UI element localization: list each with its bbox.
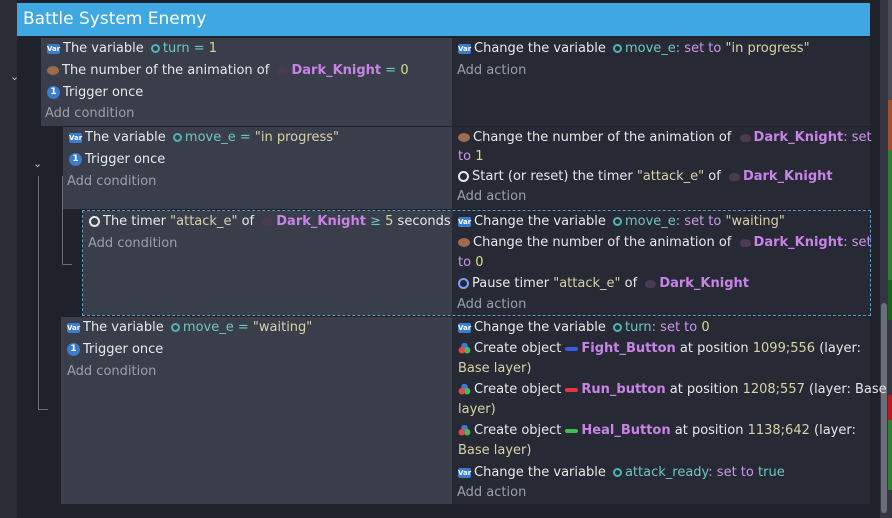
variable-chain-icon <box>172 133 182 142</box>
run-button-swatch <box>565 387 579 392</box>
dark-knight-icon <box>739 238 751 247</box>
condition-row[interactable]: The number of the animation of Dark_Knig… <box>41 60 452 82</box>
variable-icon: Var <box>458 216 472 227</box>
tree-line <box>38 409 48 410</box>
action-row-continuation[interactable]: to 1 <box>458 149 484 164</box>
dark-knight-icon <box>645 279 657 288</box>
create-object-icon <box>458 383 471 396</box>
dark-knight-icon <box>739 133 751 142</box>
add-action-link[interactable]: Add action <box>457 297 527 312</box>
dark-knight-icon <box>728 172 740 181</box>
pause-timer-icon <box>458 278 469 289</box>
event-group-header[interactable]: Battle System Enemy <box>17 3 870 36</box>
scrollbar-thumb[interactable] <box>881 303 887 513</box>
action-row[interactable]: Pause timer "attack_e" of Dark_Knight <box>452 273 870 295</box>
event-group-title: Battle System Enemy <box>23 9 207 29</box>
heal-button-swatch <box>565 428 579 433</box>
variable-chain-icon <box>612 323 622 332</box>
action-row-continuation[interactable]: Base layer) <box>458 443 532 458</box>
variable-chain-icon <box>170 323 180 332</box>
collapse-event-1-icon[interactable]: ⌄ <box>10 70 20 83</box>
create-object-icon <box>458 424 471 437</box>
trigger-once-icon: 1 <box>67 343 80 356</box>
dark-knight-icon <box>262 217 274 226</box>
animation-icon <box>458 238 470 247</box>
animation-icon <box>458 133 470 142</box>
variable-chain-icon <box>612 217 622 226</box>
variable-icon: Var <box>458 43 472 54</box>
edge-strip <box>888 395 892 420</box>
dark-knight-icon <box>277 66 289 75</box>
event-3-conditions[interactable]: The timer "attack_e" of Dark_Knight ≥ 5 … <box>83 211 452 315</box>
timer-icon <box>89 216 100 227</box>
add-action-link[interactable]: Add action <box>457 63 527 78</box>
edge-strip <box>888 0 892 100</box>
tree-line <box>62 264 72 265</box>
edge-strip <box>888 280 892 320</box>
action-row[interactable]: Start (or reset) the timer "attack_e" of… <box>452 167 870 187</box>
add-condition-link[interactable]: Add condition <box>88 236 178 251</box>
tree-line <box>62 176 63 264</box>
add-condition-link[interactable]: Add condition <box>67 364 157 379</box>
left-gutter <box>0 0 17 518</box>
condition-row[interactable]: The timer "attack_e" of Dark_Knight ≥ 5 … <box>83 211 452 233</box>
add-condition-link[interactable]: Add condition <box>67 174 157 189</box>
variable-chain-icon <box>612 44 622 53</box>
timer-icon <box>458 171 469 182</box>
variable-chain-icon <box>150 44 160 53</box>
event-2-actions[interactable]: Change the number of the animation of Da… <box>452 127 872 209</box>
variable-icon: Var <box>458 467 472 478</box>
fight-button-swatch <box>565 346 579 351</box>
add-action-link[interactable]: Add action <box>457 189 527 204</box>
variable-icon: Var <box>67 322 81 333</box>
action-row-continuation[interactable]: to 0 <box>458 255 484 270</box>
action-row[interactable]: Change the number of the animation of Da… <box>452 233 872 253</box>
trigger-once-icon: 1 <box>47 86 60 99</box>
variable-icon: Var <box>47 43 61 54</box>
action-row-continuation[interactable]: Base layer) <box>458 361 532 376</box>
collapse-event-2-icon[interactable]: ⌄ <box>33 157 43 170</box>
create-object-icon <box>458 342 471 355</box>
tree-line <box>38 176 39 409</box>
add-action-link[interactable]: Add action <box>457 485 527 500</box>
action-row[interactable]: Change the number of the animation of Da… <box>452 127 872 147</box>
selected-event-outline <box>82 210 871 316</box>
variable-icon: Var <box>458 322 472 333</box>
trigger-once-icon: 1 <box>69 153 82 166</box>
variable-icon: Var <box>69 132 83 143</box>
edge-strip <box>888 420 892 490</box>
animation-icon <box>47 66 59 75</box>
variable-chain-icon <box>612 468 622 477</box>
action-row-continuation[interactable]: layer) <box>458 402 496 417</box>
edge-strip <box>888 100 892 150</box>
add-condition-link[interactable]: Add condition <box>45 106 135 121</box>
edge-strip <box>888 150 892 280</box>
